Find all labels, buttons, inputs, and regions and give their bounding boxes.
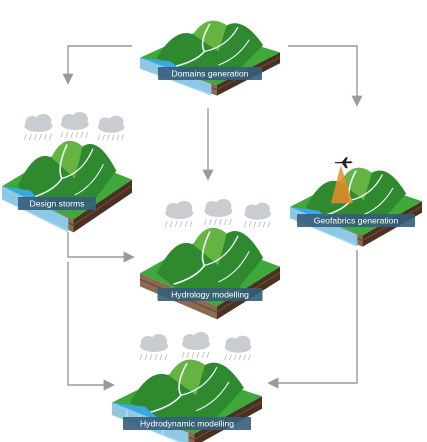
- block-label-domains: Domains generation: [158, 67, 262, 80]
- label-background: [157, 288, 263, 301]
- label-background: [18, 197, 96, 210]
- block-hydrodynamic: Hydrodynamic modelling: [111, 332, 263, 442]
- river: [32, 144, 68, 198]
- cloud-icon: [24, 114, 53, 141]
- cloud-icon: [60, 112, 89, 139]
- label-text-hydrodynamic: Hydrodynamic modelling: [140, 419, 234, 429]
- mountains: [130, 359, 244, 422]
- label-text-domains: Domains generation: [172, 69, 249, 79]
- label-text-geofabrics: Geofabrics generation: [314, 216, 399, 226]
- label-text-hydrology: Hydrology modelling: [171, 290, 249, 300]
- block-label-hydrology: Hydrology modelling: [157, 288, 263, 301]
- block-label-hydrodynamic: Hydrodynamic modelling: [123, 417, 251, 430]
- cloud-icon: [181, 332, 210, 359]
- cloud-icon: [224, 335, 252, 361]
- cloud-icon: [139, 334, 168, 361]
- block-storms: Design storms: [1, 112, 133, 233]
- arrow-domains-to-geofabrics: [288, 45, 363, 107]
- mountains: [305, 167, 407, 224]
- label-background: [158, 67, 262, 80]
- cloud-icon: [97, 115, 125, 141]
- cloud-icon: [204, 199, 233, 226]
- clouds-hydrodynamic: [139, 332, 252, 361]
- label-text-storms: Design storms: [30, 199, 85, 209]
- cloud-icon: [164, 201, 194, 228]
- arrow-storms-to-hydrodynamic: [67, 262, 115, 391]
- airplane-icon: [330, 157, 353, 204]
- arrow-geofabrics-to-hydrodynamic: [267, 250, 358, 389]
- mountains: [156, 20, 264, 74]
- label-background: [297, 214, 415, 227]
- arrows-layer: [62, 45, 363, 391]
- block-geofabrics: Geofabrics generation: [289, 157, 423, 247]
- block-label-storms: Design storms: [18, 197, 96, 210]
- block-domains: Domains generation: [139, 20, 281, 96]
- clouds-storms: [24, 112, 125, 141]
- arrow-domains-to-storms: [62, 45, 132, 85]
- label-background: [123, 417, 251, 430]
- arrow-storms-to-hydrology: [67, 232, 135, 263]
- clouds-hydrology: [164, 199, 271, 228]
- cloud-icon: [243, 202, 271, 228]
- mountains: [17, 140, 117, 206]
- block-label-geofabrics: Geofabrics generation: [297, 214, 415, 227]
- mountains: [156, 227, 264, 293]
- block-hydrology: Hydrology modelling: [139, 199, 281, 320]
